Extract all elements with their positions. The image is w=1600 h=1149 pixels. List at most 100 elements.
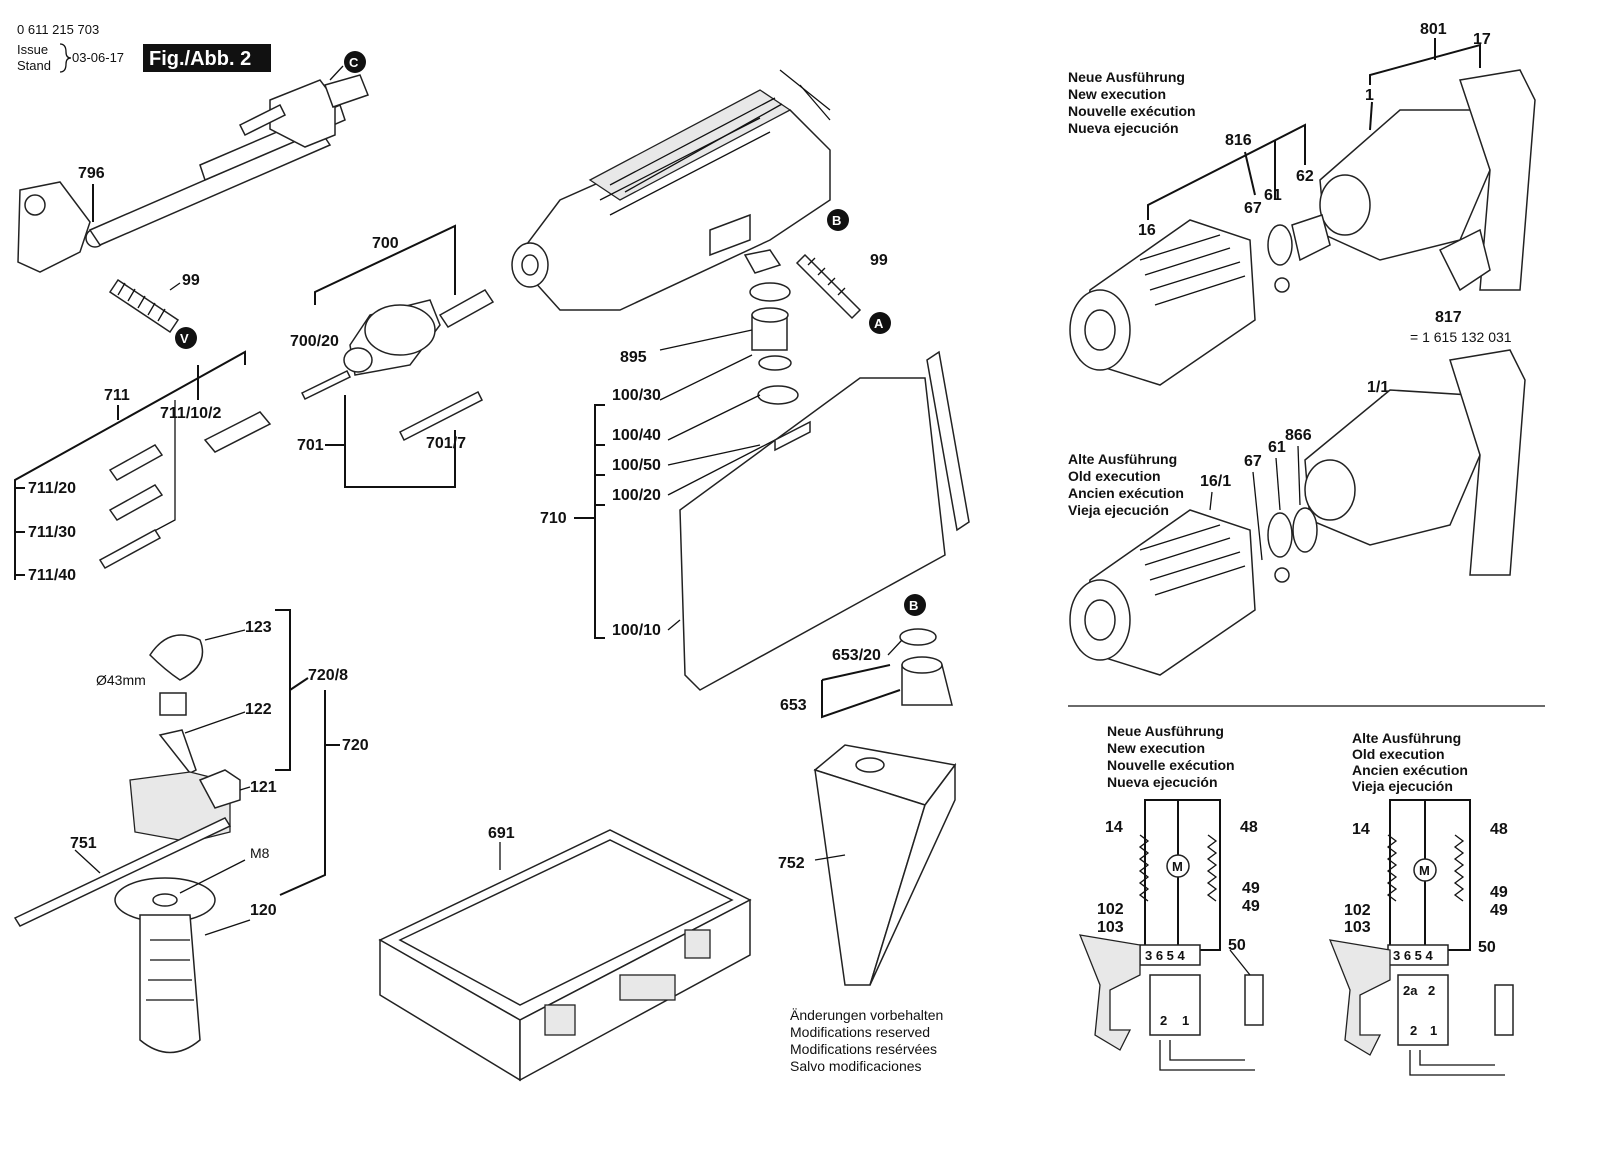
label-50-old: 50	[1478, 939, 1496, 956]
callout-1-1: 1/1	[1367, 379, 1389, 396]
label-49a-old: 49	[1490, 884, 1508, 901]
callout-691: 691	[488, 825, 515, 842]
callout-1: 1	[1365, 87, 1374, 104]
cap-ring	[899, 628, 937, 646]
handle-housing-new	[1459, 69, 1536, 291]
switch-contacts	[1149, 974, 1201, 1036]
ring-61-new	[1267, 224, 1293, 266]
callout-16-1: 16/1	[1200, 473, 1231, 490]
handle-grip	[139, 914, 201, 1054]
old-exec-en: Old execution	[1068, 468, 1161, 484]
old-exec-de: Alte Ausführung	[1068, 451, 1177, 467]
bearing-866	[1292, 507, 1318, 553]
callout-752: 752	[778, 855, 805, 872]
circuit-diagram-old: Alte Ausführung Old execution Ancien exé…	[1328, 730, 1514, 1076]
new-exec-de: Neue Ausführung	[1068, 69, 1185, 85]
callout-711: 711	[104, 387, 130, 404]
callout-801: 801	[1420, 21, 1447, 38]
part-number: 0 611 215 703	[17, 22, 99, 37]
marker-c	[344, 51, 366, 73]
drill-seal	[743, 249, 782, 274]
circuit-diagram-new: Neue Ausführung New execution Nouvelle e…	[1078, 723, 1264, 1071]
callout-100-40: 100/40	[612, 427, 661, 444]
label-14-old: 14	[1352, 821, 1370, 838]
callout-99a: 99	[182, 272, 200, 289]
marker-v	[175, 327, 197, 349]
drill-button	[709, 213, 751, 257]
callout-701: 701	[297, 437, 324, 454]
bracket-816	[1147, 123, 1306, 220]
case-latch-2	[684, 929, 711, 959]
switch-t2-old: 2	[1410, 1023, 1417, 1038]
fin-lines	[599, 97, 783, 216]
label-103: 103	[1097, 919, 1124, 936]
callout-720: 720	[342, 737, 369, 754]
callout-796: 796	[78, 165, 105, 182]
clamp-block	[269, 79, 336, 148]
motor-symbol	[1166, 854, 1190, 878]
callout-120: 120	[250, 902, 277, 919]
callout-100-10: 100/10	[612, 622, 661, 639]
note-de: Änderungen vorbehalten	[790, 1007, 943, 1023]
bracket-720-8	[275, 609, 291, 771]
marker-b-bottom	[904, 594, 926, 616]
bracket-720	[279, 690, 326, 896]
chisel-side	[869, 762, 956, 986]
hose-spring-b	[795, 253, 862, 320]
chuck-jaws	[343, 347, 373, 373]
callout-122: 122	[245, 701, 272, 718]
figure-label: Fig./Abb. 2	[149, 48, 251, 70]
header: 0 611 215 703 Issue Stand 03-06-17 Fig./…	[17, 22, 271, 73]
marker-v-label: V	[180, 331, 189, 346]
callout-711-20: 711/20	[28, 480, 76, 497]
carry-case: 691	[378, 825, 752, 1082]
drill-cooling-fins	[588, 89, 792, 201]
bracket-701	[344, 395, 456, 488]
bracket-801	[1369, 43, 1481, 85]
switch-t1: 1	[1182, 1013, 1189, 1028]
field-coil-left	[1138, 834, 1150, 902]
switch-contacts-old	[1397, 974, 1449, 1046]
switch-t1-old: 1	[1430, 1023, 1437, 1038]
label-14: 14	[1105, 819, 1123, 836]
clamp-screw	[324, 74, 369, 108]
chuck-sleeve	[364, 304, 436, 356]
marker-b-top-label: B	[832, 213, 841, 228]
leader-c	[329, 65, 344, 81]
label-102: 102	[1097, 901, 1124, 918]
motor-label: M	[1172, 859, 1183, 874]
callout-895: 895	[620, 349, 647, 366]
callout-99b: 99	[870, 252, 888, 269]
callout-100-20: 100/20	[612, 487, 661, 504]
old-exec-es: Vieja ejecución	[1068, 502, 1169, 518]
case-insert-strip	[926, 350, 970, 532]
bits-assembly: 711 711/10/2 711/20 711/30 711/40	[14, 350, 272, 584]
callout-700-20: 700/20	[290, 333, 339, 350]
callout-123: 123	[245, 619, 272, 636]
callout-653: 653	[780, 697, 807, 714]
callout-17: 17	[1473, 31, 1491, 48]
bit-3	[98, 529, 162, 569]
marker-a-label: A	[874, 316, 884, 331]
label-49b: 49	[1242, 898, 1260, 915]
callout-700: 700	[372, 235, 399, 252]
case-handle	[619, 974, 676, 1001]
clamp-lug	[159, 692, 187, 716]
callout-711-30: 711/30	[28, 524, 76, 541]
label-102-old: 102	[1344, 902, 1371, 919]
hammer-drill-body: B 99 A	[511, 69, 891, 334]
bracket-653	[821, 680, 901, 719]
callout-67a: 67	[1244, 200, 1262, 217]
chuck-key	[398, 390, 484, 442]
clamp-bolt	[158, 729, 197, 774]
new-exec-fr: Nouvelle exécution	[1068, 103, 1196, 119]
marker-a	[869, 312, 891, 334]
callout-62: 62	[1296, 168, 1314, 185]
terminal-numbers-old: 3 6 5 4	[1393, 948, 1434, 963]
seal-washer	[758, 355, 792, 371]
label-48: 48	[1240, 819, 1258, 836]
chisel-bag: 752	[778, 744, 957, 986]
note-en: Modifications reserved	[790, 1024, 930, 1040]
bracket-711	[14, 350, 246, 580]
dust-extractor-part	[17, 181, 91, 273]
